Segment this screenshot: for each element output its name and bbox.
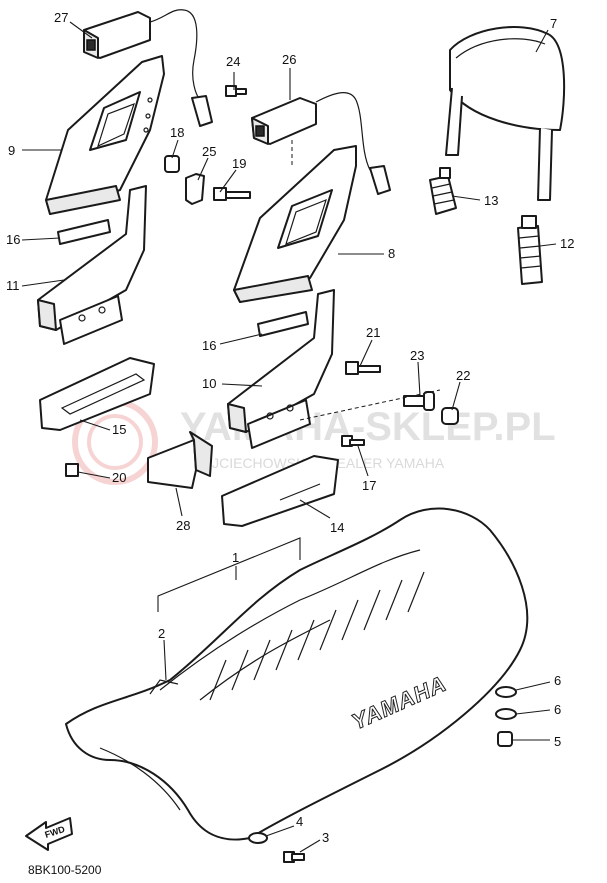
part-6-washer-lower <box>495 708 517 720</box>
callout-27: 27 <box>54 10 68 25</box>
callout-5: 5 <box>554 734 561 749</box>
callout-28: 28 <box>176 518 190 533</box>
callout-9: 9 <box>8 143 15 158</box>
part-27-switch <box>83 9 213 127</box>
callout-12: 12 <box>560 236 574 251</box>
part-12-boot <box>517 215 543 285</box>
callout-4: 4 <box>296 814 303 829</box>
callout-16-middle: 16 <box>202 338 216 353</box>
callout-15: 15 <box>112 422 126 437</box>
part-17-screw <box>341 435 365 447</box>
part-4-washer <box>248 832 268 844</box>
part-1-seat: YAMAHA <box>65 507 529 841</box>
part-3-screw <box>283 851 305 863</box>
callout-1: 1 <box>232 550 239 565</box>
part-25-bracket <box>185 173 205 205</box>
callout-7: 7 <box>550 16 557 31</box>
callout-22: 22 <box>456 368 470 383</box>
part-20-screw <box>65 463 79 477</box>
callout-20: 20 <box>112 470 126 485</box>
part-22-nut <box>441 407 459 425</box>
part-15-grab-rail <box>39 357 155 431</box>
callout-26: 26 <box>282 52 296 67</box>
part-28-clip <box>147 431 213 489</box>
diagram-code: 8BK100-5200 <box>28 863 102 877</box>
part-11-bracket <box>37 185 147 345</box>
callout-19: 19 <box>232 156 246 171</box>
part-21-bolt <box>345 361 381 375</box>
part-18-collar <box>164 155 180 173</box>
callout-3: 3 <box>322 830 329 845</box>
callout-14: 14 <box>330 520 344 535</box>
callout-25: 25 <box>202 144 216 159</box>
part-24-screw <box>225 85 247 97</box>
part-23-collar-bolt <box>403 391 435 411</box>
part-19-bolt <box>213 187 251 201</box>
callout-2: 2 <box>158 626 165 641</box>
part-5-nut <box>497 731 513 747</box>
callout-16-upper: 16 <box>6 232 20 247</box>
callout-10: 10 <box>202 376 216 391</box>
callout-17: 17 <box>362 478 376 493</box>
callout-18: 18 <box>170 125 184 140</box>
part-10-bracket <box>227 289 335 449</box>
part-14-grab-rail <box>221 455 339 527</box>
callout-6-upper: 6 <box>554 673 561 688</box>
callout-21: 21 <box>366 325 380 340</box>
callout-8: 8 <box>388 246 395 261</box>
fwd-arrow-icon: FWD <box>25 817 73 851</box>
callout-13: 13 <box>484 193 498 208</box>
part-7-backrest <box>445 26 566 201</box>
callout-24: 24 <box>226 54 240 69</box>
callout-labels: 27 24 26 7 9 18 25 19 13 16 8 12 11 16 2… <box>6 10 574 845</box>
part-26-switch <box>251 92 391 195</box>
part-9-side-plate <box>45 55 165 215</box>
part-13-boot <box>429 167 457 215</box>
callout-11: 11 <box>6 278 20 293</box>
leader-lines <box>21 21 557 853</box>
part-16-pad-middle <box>257 311 309 337</box>
part-16-pad-upper <box>57 219 111 245</box>
part-8-side-plate <box>233 145 357 303</box>
callout-23: 23 <box>410 348 424 363</box>
callout-6-lower: 6 <box>554 702 561 717</box>
part-6-washer-upper <box>495 686 517 698</box>
